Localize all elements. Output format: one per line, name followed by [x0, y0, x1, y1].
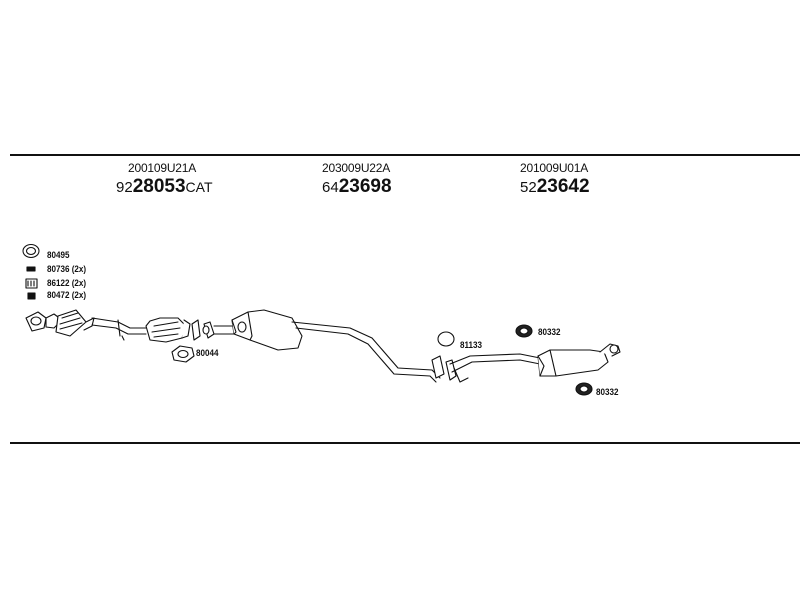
part-number-1: 9228053CAT	[116, 176, 213, 198]
rear-clamp	[431, 355, 457, 381]
part-number-3-prefix: 52	[520, 179, 537, 196]
label-81133: 81133	[460, 340, 483, 351]
rubber-mount-80332-top-icon	[515, 324, 533, 338]
catalytic-converter-2	[145, 317, 191, 343]
rear-silencer	[537, 343, 621, 377]
flange-gasket	[191, 319, 215, 341]
oem-number-3: 201009U01A	[520, 161, 589, 175]
part-number-2-prefix: 64	[322, 179, 339, 196]
part-number-1-main: 28053	[132, 176, 186, 197]
part-number-3-main: 23642	[536, 176, 590, 197]
part-number-2-main: 23698	[338, 176, 392, 197]
part-number-1-prefix: 92	[116, 179, 133, 196]
front-pipe-1	[91, 317, 147, 341]
oem-number-1: 200109U21A	[128, 161, 197, 175]
nut-icon	[27, 292, 36, 300]
clamp-small-icon	[26, 266, 36, 272]
label-80495: 80495	[47, 250, 70, 261]
top-divider	[10, 154, 800, 156]
label-80472: 80472 (2x)	[47, 290, 87, 301]
rubber-mount-81133-icon	[437, 331, 455, 347]
rubber-mount-80332-bottom-icon	[575, 382, 593, 396]
front-silencer	[231, 309, 303, 351]
gasket-ring-icon	[22, 243, 40, 259]
gasket-80044-icon	[171, 345, 195, 363]
part-number-2: 6423698	[322, 176, 392, 198]
label-80736: 80736 (2x)	[47, 264, 87, 275]
label-80332-top: 80332	[538, 327, 561, 338]
catalytic-converter-1	[45, 309, 95, 337]
rear-pipe	[449, 353, 541, 383]
label-86122: 86122 (2x)	[47, 278, 87, 289]
label-80332-bottom: 80332	[596, 387, 619, 398]
part-number-1-suffix: CAT	[185, 179, 213, 195]
bolt-set-icon	[25, 278, 38, 289]
part-number-3: 5223642	[520, 176, 590, 198]
oem-number-2: 203009U22A	[322, 161, 391, 175]
middle-pipe	[291, 321, 441, 383]
bottom-divider	[10, 442, 800, 444]
front-flange-icon	[25, 311, 47, 332]
label-80044: 80044	[196, 348, 219, 359]
